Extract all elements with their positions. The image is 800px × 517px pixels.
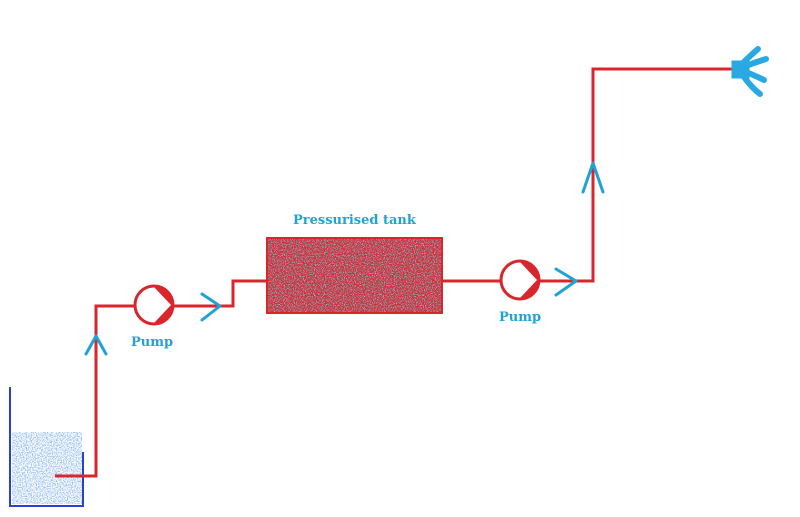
container-walls [9, 387, 84, 507]
container-water [12, 432, 82, 504]
pump-2-rotor [520, 262, 538, 298]
pipe-inlet [55, 304, 134, 478]
pump-1-label: Pump [131, 335, 173, 350]
pump-2-label: Pump [499, 310, 541, 325]
pump-icon [499, 259, 541, 301]
tank-water [268, 239, 441, 312]
spray-jet-3 [743, 69, 767, 83]
pipe-riser [540, 67, 735, 283]
spray-nozzle-icon [731, 46, 769, 97]
water-container-icon [9, 387, 84, 507]
pump-2-body [499, 259, 541, 301]
flow-arrow-icon [84, 334, 108, 356]
tank-label: Pressurised tank [293, 213, 417, 228]
pipe-network [55, 67, 735, 478]
spray-jet-1 [741, 46, 761, 65]
pump-1-rotor [154, 287, 172, 323]
pump-icon [133, 284, 175, 326]
spray-jet-4 [741, 74, 763, 97]
flow-arrow-icon [554, 267, 578, 297]
pressurised-tank-icon [266, 237, 443, 314]
flow-arrow-icon [200, 292, 222, 322]
pump-1-body [133, 284, 175, 326]
spray-jet-2 [743, 56, 769, 69]
flow-arrow-icon [581, 161, 605, 194]
pipe-pump1-to-tank [174, 279, 266, 308]
